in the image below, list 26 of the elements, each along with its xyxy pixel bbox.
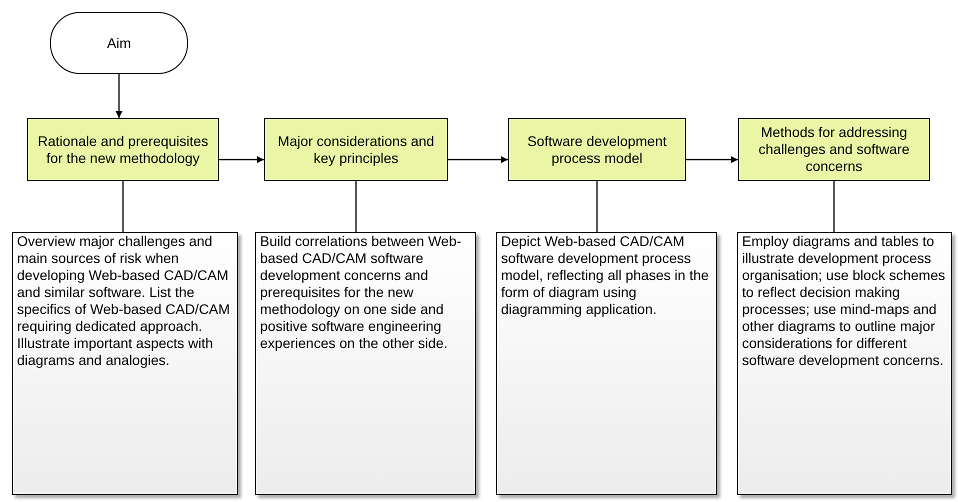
arrow bbox=[686, 156, 738, 164]
description-box bbox=[255, 232, 476, 495]
arrow bbox=[116, 74, 122, 118]
process-box bbox=[27, 118, 219, 181]
description-text: Overview major challenges and main sources of risk when developing Web-based CAD/CAM and similar software. List the specifics of Web-based CAD/CAM requiring dedicated approach. Illustrate important aspects with diagrams and analogies. bbox=[17, 233, 231, 369]
box-label: Major considerations and key principles bbox=[276, 132, 436, 166]
description-text: Depict Web-based CAD/CAM software development process model, reflecting all phases in the form of diagram using diagramming application. bbox=[501, 233, 710, 318]
box-label: Software development process model bbox=[526, 132, 668, 166]
arrow bbox=[219, 156, 264, 164]
process-box bbox=[738, 118, 930, 181]
start-terminator bbox=[50, 12, 188, 74]
process-box bbox=[264, 118, 448, 181]
connector-line bbox=[596, 181, 598, 232]
box-label: Methods for addressing challenges and software concerns bbox=[758, 124, 910, 175]
description-text: Build correlations between Web-based CAD/CAM software development concerns and prerequisites for the new methodology on one side and positive software engineering experiences on the other side. bbox=[260, 233, 462, 352]
box-label: Aim bbox=[106, 34, 132, 52]
description-box bbox=[496, 232, 717, 495]
description-box bbox=[737, 232, 952, 495]
arrow bbox=[448, 156, 508, 164]
connector-line bbox=[122, 181, 124, 232]
connector-line bbox=[355, 181, 357, 232]
description-text: Employ diagrams and tables to illustrate development process organisation; use block schemes to reflect decision making processes; use mind-maps and other diagrams to outline major considerations for different software development concerns. bbox=[742, 233, 946, 369]
box-label: Rationale and prerequisites for the new methodology bbox=[36, 132, 210, 166]
description-box bbox=[12, 232, 238, 495]
process-box bbox=[508, 118, 686, 181]
connector-line bbox=[833, 181, 835, 232]
